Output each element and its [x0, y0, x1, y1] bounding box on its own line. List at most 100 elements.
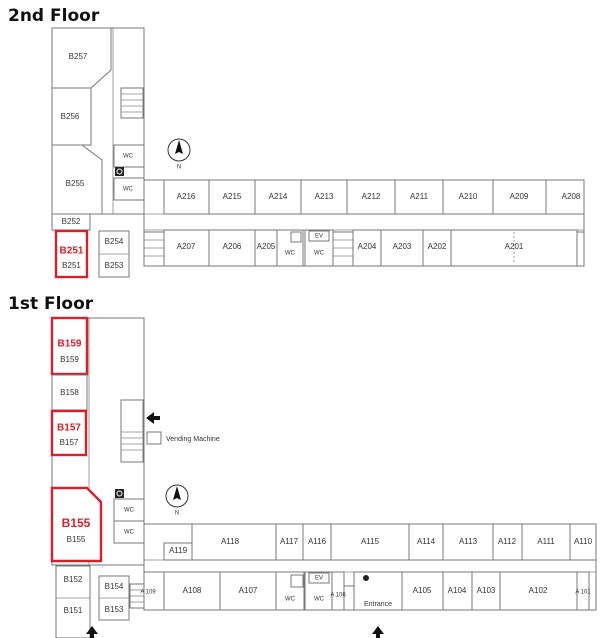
room-label-a210: A210: [459, 192, 478, 201]
room-label-b155: B155: [67, 535, 86, 544]
room-label-b252: B252: [62, 217, 81, 226]
room-label-b151: B151: [64, 606, 83, 615]
room-label-b153: B153: [105, 605, 124, 614]
floor-title-2: 2nd Floor: [8, 6, 100, 26]
room-label-a114: A114: [417, 537, 436, 546]
room-a111[interactable]: [521, 523, 571, 561]
room-a203[interactable]: [380, 229, 424, 267]
room-a102[interactable]: [499, 571, 578, 611]
room-label-b158: B158: [60, 388, 79, 397]
room-label-b255: B255: [66, 179, 85, 188]
room-a210[interactable]: [442, 179, 494, 215]
room-b256[interactable]: [51, 87, 92, 146]
room-a112[interactable]: [492, 523, 523, 561]
entrance-hall[interactable]: [353, 571, 403, 611]
room-a213[interactable]: [300, 179, 348, 215]
vending-label: Vending Machine: [166, 436, 220, 443]
room-a113[interactable]: [442, 523, 494, 561]
entrance-label: Entrance: [364, 601, 392, 608]
floor-title-1: 1st Floor: [8, 294, 94, 314]
room-label-a108: A108: [183, 586, 202, 595]
room-a215[interactable]: [208, 179, 256, 215]
room-a106[interactable]: [331, 571, 345, 611]
elevator-ev: [308, 572, 330, 584]
wc-label: WC: [124, 530, 135, 536]
room-label-b155-highlight: B155: [62, 516, 91, 530]
room-label-a111: A111: [537, 537, 555, 546]
ev-label: EV: [315, 234, 323, 240]
south-row-1: A 109 A108 A107 WC EV WC A 106 Entrance …: [129, 571, 591, 638]
wc-label: WC: [314, 597, 325, 603]
north-row-1: A119 A118 A117 A116 A115 A114 A113 A112 …: [163, 523, 597, 561]
room-b255[interactable]: [51, 144, 103, 215]
room-label-a116: A116: [308, 537, 327, 546]
stairs-icon: [332, 231, 354, 267]
room-a211[interactable]: [394, 179, 444, 215]
room-a114[interactable]: [408, 523, 444, 561]
wc-label: WC: [123, 154, 134, 160]
wc-label: WC: [285, 597, 296, 603]
room-label-a105: A105: [413, 586, 432, 595]
room-a101[interactable]: [576, 571, 590, 611]
room-a103[interactable]: [471, 571, 501, 611]
room-a118[interactable]: [191, 523, 277, 561]
room-a216[interactable]: [163, 179, 210, 215]
ev-label: EV: [315, 576, 323, 582]
wc-label: WC: [124, 508, 135, 514]
svg-text:N: N: [175, 511, 179, 517]
room-label-a110: A110: [574, 537, 593, 546]
wc-2-a[interactable]: [113, 144, 145, 168]
floor-2-plan: B257 B256 B255 WC WC B252 B251 B251: [51, 27, 585, 279]
room-label-a212: A212: [362, 192, 381, 201]
svg-text:N: N: [177, 165, 181, 171]
arrow-icon: [372, 626, 384, 638]
elevator-icon: [290, 231, 302, 243]
room-a108[interactable]: [163, 571, 221, 611]
room-a202[interactable]: [422, 229, 452, 267]
room-label-a113: A113: [459, 537, 478, 546]
room-a104[interactable]: [442, 571, 473, 611]
room-label-a202: A202: [428, 242, 447, 251]
room-label-b159: B159: [60, 355, 79, 364]
highlight-b155: [50, 486, 103, 563]
room-label-b256: B256: [61, 112, 80, 121]
north-row-2: A216 A215 A214 A213 A212 A211 A210 A209 …: [163, 179, 585, 215]
room-label-a203: A203: [393, 242, 412, 251]
room-label-a118: A118: [221, 537, 240, 546]
room-a117[interactable]: [275, 523, 304, 561]
room-a105[interactable]: [401, 571, 444, 611]
room-label-a106: A 106: [330, 593, 346, 599]
room-label-a205: A205: [257, 242, 276, 251]
room-a110[interactable]: [569, 523, 597, 561]
room-label-a103: A103: [477, 586, 496, 595]
b152-b151-block: [55, 565, 91, 638]
room-label-b157: B157: [60, 438, 79, 447]
room-a115[interactable]: [330, 523, 410, 561]
room-b158[interactable]: [51, 374, 88, 411]
room-a212[interactable]: [346, 179, 396, 215]
highlight-b157: [50, 409, 88, 457]
room-label-a206: A206: [223, 242, 242, 251]
room-a209[interactable]: [492, 179, 547, 215]
room-label-a101: A 101: [575, 590, 591, 596]
room-label-b251-highlight: B251: [60, 246, 84, 257]
room-label-b159-highlight: B159: [58, 339, 82, 350]
wc-label: WC: [123, 187, 134, 193]
room-label-b152: B152: [64, 575, 83, 584]
north-arrow-icon: N: [165, 484, 189, 517]
wc-label: WC: [314, 251, 325, 257]
room-a208[interactable]: [545, 179, 585, 215]
vending-machine: [146, 431, 162, 445]
room-label-a213: A213: [315, 192, 334, 201]
room-label-a117: A117: [280, 537, 299, 546]
room-label-a208: A208: [562, 192, 581, 201]
room-a214[interactable]: [254, 179, 302, 215]
highlight-b159: [50, 316, 89, 376]
stairs-icon: [576, 231, 585, 267]
room-b257[interactable]: [51, 27, 112, 89]
room-label-a211: A211: [410, 192, 429, 201]
stairs-icon: [120, 399, 144, 463]
room-label-a215: A215: [223, 192, 242, 201]
room-label-a214: A214: [269, 192, 288, 201]
